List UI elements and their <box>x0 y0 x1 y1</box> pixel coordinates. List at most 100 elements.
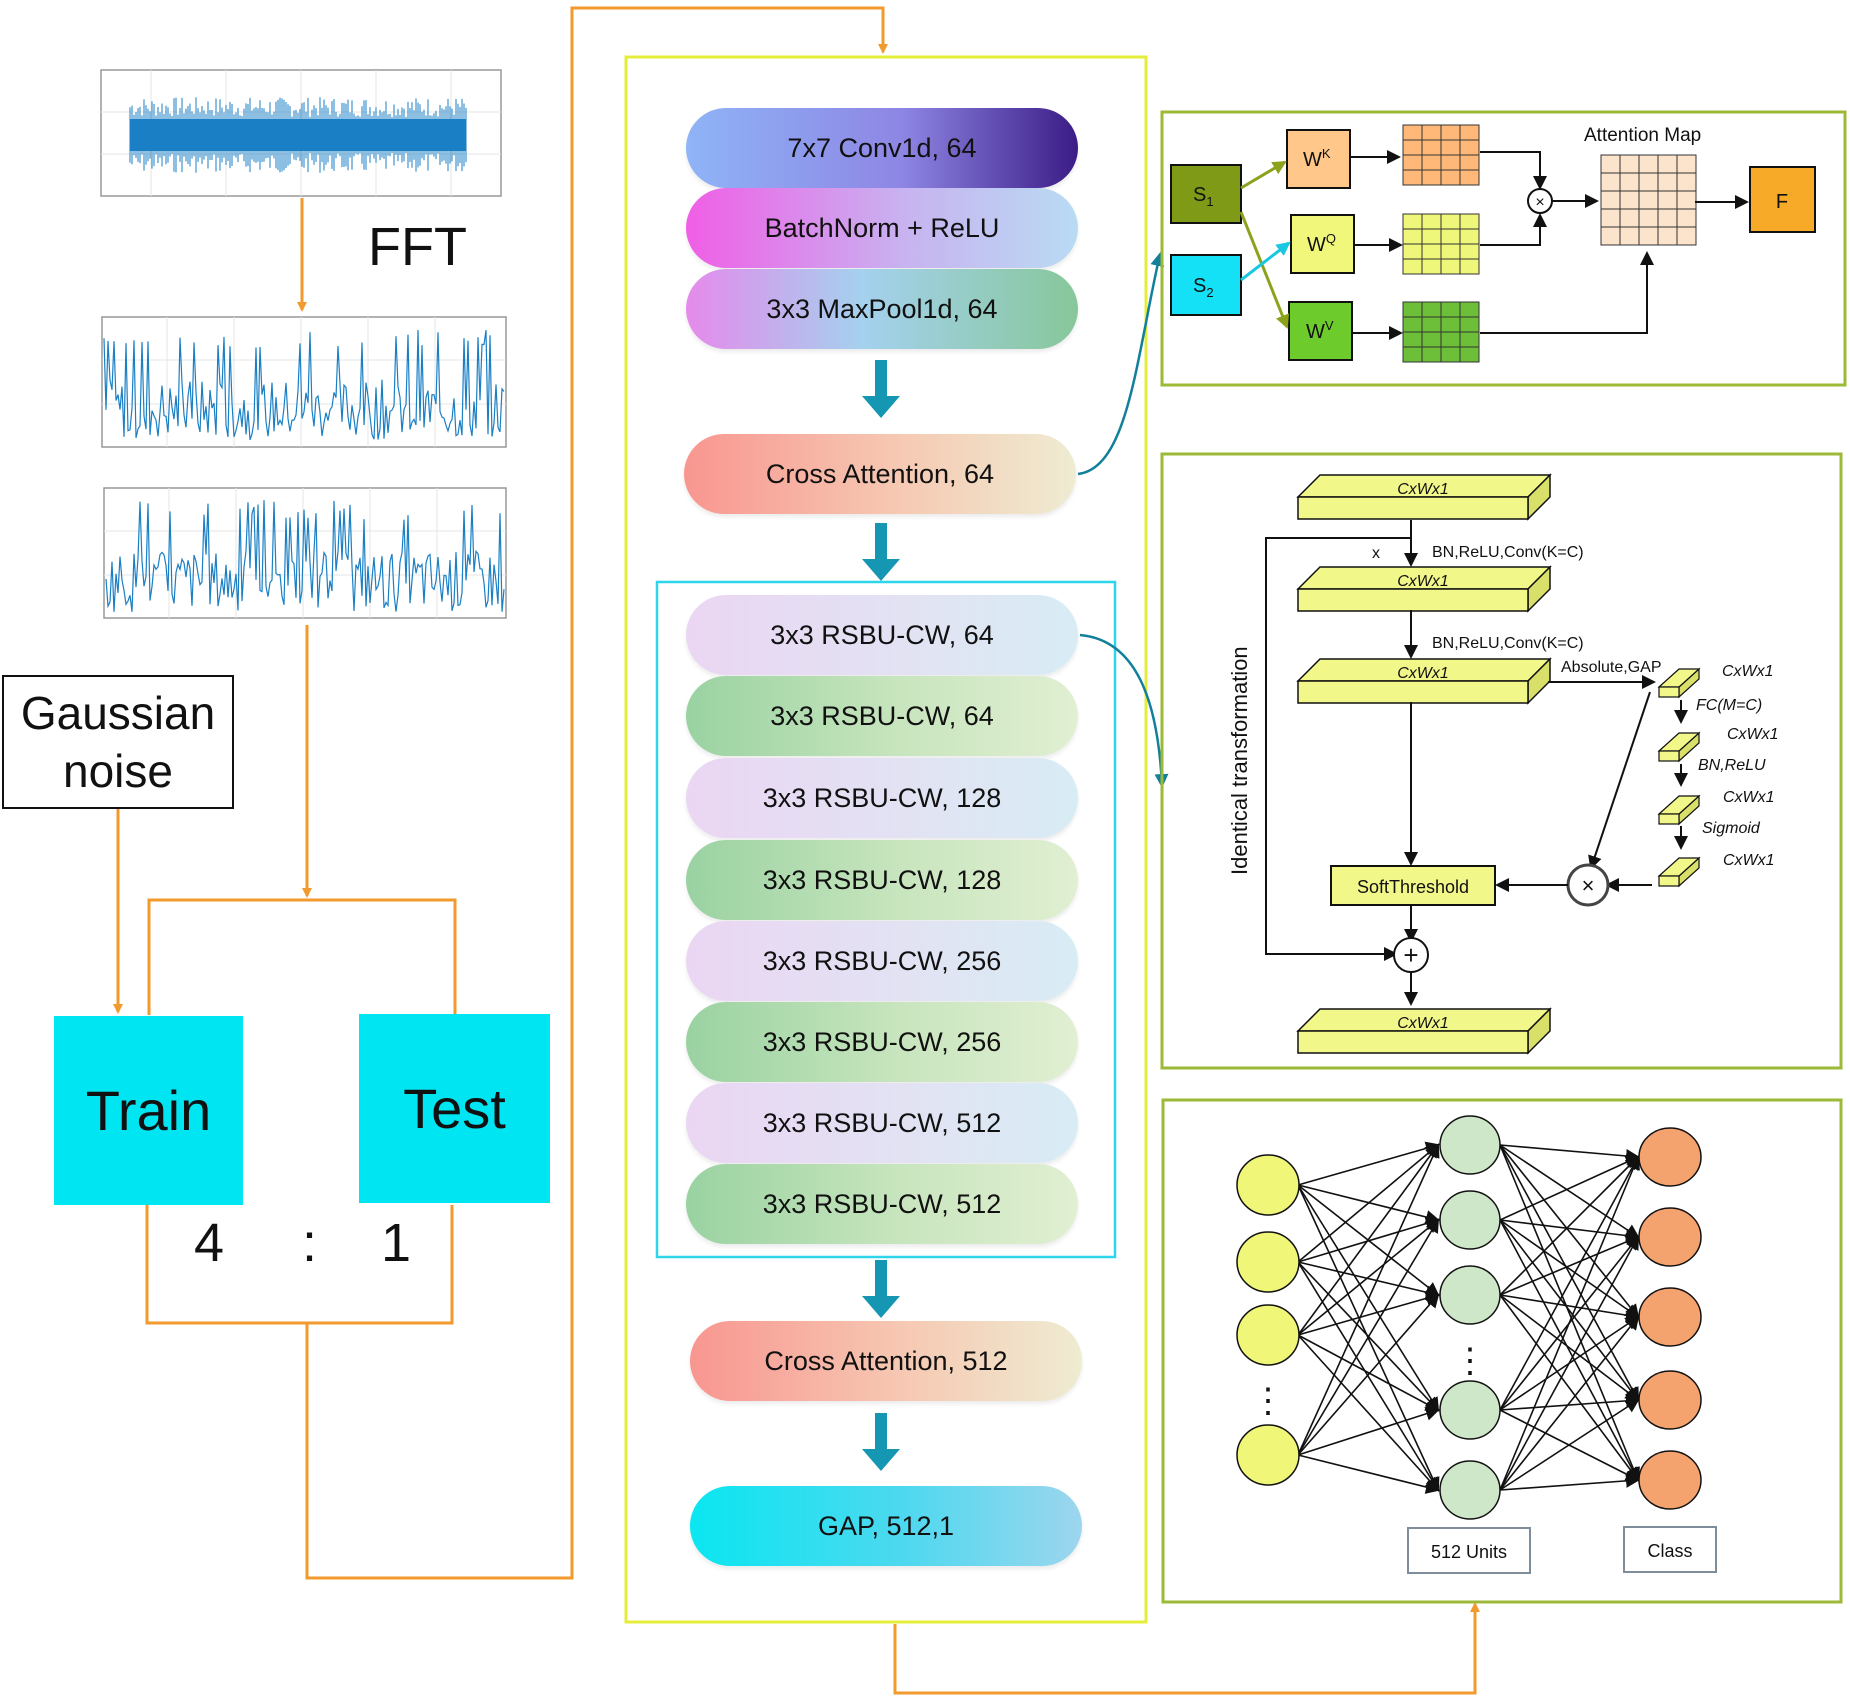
matrix-cell <box>1459 301 1480 318</box>
matrix-cell <box>1421 154 1442 171</box>
matrix-cell <box>1657 154 1678 174</box>
fft-plot-1 <box>101 316 507 448</box>
matrix-cell <box>1657 208 1678 228</box>
matrix-cell <box>1638 226 1659 246</box>
matrix-cell <box>1402 301 1423 318</box>
slab-dim-label: CxWx1 <box>1397 1015 1449 1032</box>
identity-label: Identical transformation <box>1227 646 1252 875</box>
slab-front <box>1297 588 1529 612</box>
matrix-cell <box>1402 228 1423 245</box>
layer-rsbu-64-b: 3x3 RSBU-CW, 64 <box>686 676 1078 756</box>
input-neuron <box>1236 1231 1300 1293</box>
matrix-cell <box>1459 228 1480 245</box>
matrix-cell <box>1676 190 1697 210</box>
attention-map-matrix <box>1600 154 1697 246</box>
matrix-cell <box>1459 316 1480 333</box>
matrix-cell <box>1657 172 1678 192</box>
matrix-cell <box>1638 154 1659 174</box>
matrix-cell <box>1402 258 1423 275</box>
output-neuron <box>1638 1127 1702 1187</box>
matrix-cell <box>1459 258 1480 275</box>
matrix-cell <box>1600 172 1621 192</box>
matrix-cell <box>1619 154 1640 174</box>
hidden-ellipsis: ⋮ <box>1453 1342 1487 1380</box>
key-matrix <box>1402 124 1480 186</box>
query-matrix <box>1402 213 1480 275</box>
matrix-cell <box>1440 139 1461 156</box>
matrix-cell <box>1600 208 1621 228</box>
matrix-cell <box>1459 139 1480 156</box>
layer-rsbu-64-a: 3x3 RSBU-CW, 64 <box>686 595 1078 675</box>
connection <box>1297 1143 1440 1456</box>
matrix-cell <box>1459 154 1480 171</box>
matrix-cell <box>1440 346 1461 363</box>
connection <box>1499 1144 1640 1239</box>
matrix-cell <box>1676 154 1697 174</box>
connection <box>1499 1219 1639 1482</box>
fft-trace-2 <box>105 500 505 612</box>
input-ellipsis: ⋮ <box>1251 1382 1285 1420</box>
output-neuron <box>1638 1207 1702 1267</box>
f-box <box>1749 166 1816 233</box>
test-box: Test <box>359 1014 550 1203</box>
test-label: Test <box>403 1077 506 1140</box>
matrix-cell <box>1421 346 1442 363</box>
matrix-cell <box>1421 243 1442 260</box>
connection <box>1499 1155 1640 1221</box>
matrix-cell <box>1619 208 1640 228</box>
connection <box>1499 1235 1639 1491</box>
layer-gap: GAP, 512,1 <box>690 1486 1082 1566</box>
matrix-cell <box>1402 243 1423 260</box>
connection <box>1297 1293 1440 1456</box>
slab-dim-label: CxWx1 <box>1397 481 1449 498</box>
matrix-cell <box>1459 346 1480 363</box>
side-dim-4: CxWx1 <box>1723 852 1775 869</box>
output-neuron <box>1638 1370 1702 1430</box>
ratio-separator: : <box>302 1213 318 1273</box>
thin-front <box>1658 750 1680 762</box>
network-connections <box>1297 1141 1640 1494</box>
hidden-neuron <box>1439 1190 1501 1250</box>
connection <box>1297 1143 1440 1336</box>
matrix-cell <box>1402 346 1423 363</box>
connection <box>1499 1393 1640 1411</box>
matrix-cell <box>1619 190 1640 210</box>
train-box: Train <box>54 1016 243 1205</box>
layer-rsbu-512-b: 3x3 RSBU-CW, 512 <box>686 1164 1078 1244</box>
matrix-cell <box>1600 154 1621 174</box>
matrix-cell <box>1619 226 1640 246</box>
svg-text:WQ: WQ <box>1307 231 1336 256</box>
matrix-cell <box>1440 213 1461 230</box>
matrix-cell <box>1402 316 1423 333</box>
connection <box>1297 1143 1440 1263</box>
matrix-cell <box>1676 208 1697 228</box>
connection <box>1297 1407 1440 1456</box>
op1-label: BN,ReLU,Conv(K=C) <box>1432 544 1584 561</box>
units-label-box <box>1407 1527 1531 1574</box>
matrix-cell <box>1676 226 1697 246</box>
layer-rsbu-128-a: 3x3 RSBU-CW, 128 <box>686 758 1078 838</box>
wv-box <box>1288 301 1353 361</box>
cross-attention-link <box>1077 252 1165 476</box>
layer-cross-attention-64: Cross Attention, 64 <box>684 434 1076 514</box>
s2-subscript: 2 <box>1206 285 1213 300</box>
thin-front <box>1658 686 1680 698</box>
fft-plot-2 <box>103 487 507 619</box>
slab-front <box>1297 496 1529 520</box>
x-label: x <box>1372 545 1380 562</box>
matrix-cell <box>1421 301 1442 318</box>
matrix-cell <box>1619 172 1640 192</box>
matrix-cell <box>1421 213 1442 230</box>
attention-diagram: S1 S2 WK WQ WV × <box>1170 124 1816 363</box>
value-matrix <box>1402 301 1480 363</box>
connection <box>1297 1141 1440 1186</box>
connection <box>1499 1294 1640 1402</box>
multiply-symbol: × <box>1535 194 1544 211</box>
matrix-cell <box>1440 243 1461 260</box>
matrix-cell <box>1638 190 1659 210</box>
matrix-cell <box>1638 208 1659 228</box>
train-label: Train <box>85 1079 212 1142</box>
slab-front <box>1297 680 1529 704</box>
layer-cross-attention-512: Cross Attention, 512 <box>690 1321 1082 1401</box>
